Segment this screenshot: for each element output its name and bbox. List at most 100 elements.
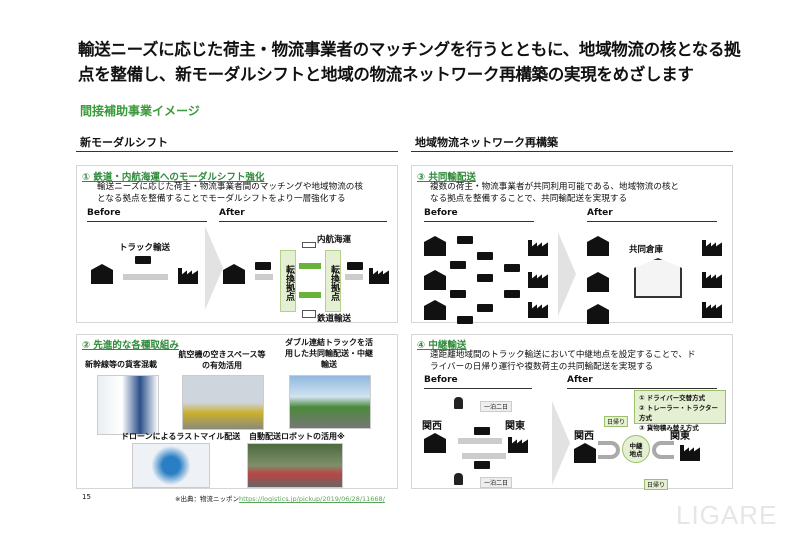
divider — [76, 151, 398, 152]
daytrip-tag: 日帰り — [644, 479, 669, 490]
source-label: ※出典：物流ニッポン — [175, 495, 239, 503]
truck-icon — [347, 262, 363, 270]
relay-methods-callout: ① ドライバー交替方式 ② トレーラー・トラクター方式 ③ 貨物積み替え方式 — [634, 390, 726, 432]
method-item: ③ 貨物積み替え方式 — [639, 424, 699, 432]
sea-label: 内航海運 — [317, 235, 352, 245]
panel-desc: なる拠点を整備することで、共同輸配送を実現する — [430, 194, 628, 204]
before-label: Before — [424, 208, 458, 218]
return-arrow-icon — [652, 441, 674, 459]
arrow-icon — [299, 292, 321, 298]
factory-icon — [528, 302, 548, 318]
panel-desc: 遠距離地域間のトラック輸送において中継地点を設定することで、ド — [430, 350, 696, 360]
arrow-icon — [458, 438, 502, 444]
arrow-icon — [255, 274, 273, 280]
factory-icon — [680, 445, 700, 461]
warehouse-icon — [574, 443, 596, 463]
factory-icon — [702, 272, 722, 288]
driver-icon — [454, 397, 463, 409]
factory-icon — [369, 268, 389, 284]
caption: 自動配送ロボットの活用※ — [249, 432, 345, 441]
truck-label: トラック輸送 — [119, 243, 171, 253]
panel-desc: 輸送ニーズに応じた荷主・物流事業者間のマッチングや地域物流の核 — [97, 182, 363, 192]
transfer-hub: 転換拠点 — [280, 250, 296, 312]
arrow-icon — [558, 232, 576, 316]
train-icon — [302, 310, 316, 318]
before-label: Before — [424, 375, 458, 385]
arrow-icon — [123, 274, 168, 280]
caption: ドローンによるラストマイル配送 — [121, 432, 241, 441]
before-label: Before — [87, 208, 121, 218]
ship-icon — [302, 242, 316, 248]
relay-point: 中継地点 — [622, 435, 650, 463]
method-item: ① ドライバー交替方式 — [639, 394, 706, 402]
warehouse-icon — [91, 264, 113, 284]
source-link[interactable]: https://logistics.jp/pickup/2019/06/28/1… — [238, 495, 385, 503]
daytrip-tag: 日帰り — [604, 416, 629, 427]
kanto-label: 関東 — [505, 421, 525, 432]
panel-heading: ④ 中継輸送 — [417, 340, 467, 351]
drone-photo — [132, 443, 210, 488]
divider — [411, 151, 733, 152]
left-section-title: 新モーダルシフト — [80, 136, 168, 149]
kansai-label: 関西 — [422, 421, 442, 432]
factory-icon — [508, 437, 528, 453]
relay-transport-panel: ④ 中継輸送 遠距離地域間のトラック輸送において中継地点を設定することで、ド ラ… — [411, 334, 733, 490]
page-title-line2: 点を整備し、新モーダルシフトと地域の物流ネットワーク再構築の実現をめざします — [78, 65, 694, 84]
truck-icon — [135, 256, 151, 264]
warehouse-icon — [424, 300, 446, 320]
warehouse-icon — [424, 433, 446, 453]
joint-warehouse-label: 共同倉庫 — [629, 245, 664, 255]
robot-photo — [247, 443, 343, 488]
panel-desc: 複数の荷主・物流事業者が共同利用可能である、地域物流の核と — [430, 182, 680, 192]
watermark-logo: LIGARE — [676, 500, 778, 530]
kanto-label: 関東 — [670, 431, 690, 442]
aircraft-loader-photo — [182, 375, 264, 430]
driver-icon — [454, 473, 463, 485]
shinkansen-photo — [97, 375, 159, 435]
truck-icon — [255, 262, 271, 270]
arrow-icon — [552, 401, 570, 485]
panel-heading: ② 先進的な各種取組み — [82, 340, 179, 351]
caption: 新幹線等の貨客混載 — [85, 360, 157, 369]
arrow-icon — [299, 263, 321, 269]
warehouse-icon — [587, 236, 609, 256]
panel-heading: ③ 共同輸配送 — [417, 172, 476, 183]
kansai-label: 関西 — [574, 431, 594, 442]
warehouse-icon — [587, 304, 609, 324]
factory-icon — [528, 272, 548, 288]
return-arrow-icon — [598, 441, 620, 459]
arrow-icon — [205, 226, 223, 310]
panel-desc: ライバーの日帰り運行や複数荷主の共同輸配送を実現する — [430, 362, 654, 372]
page-title-line1: 輸送ニーズに応じた荷主・物流事業者のマッチングを行うとともに、地域物流の核となる… — [78, 40, 741, 59]
joint-warehouse-icon — [634, 258, 682, 298]
warehouse-icon — [587, 272, 609, 292]
transfer-hub: 転換拠点 — [325, 250, 341, 312]
factory-icon — [528, 240, 548, 256]
rail-label: 鉄道輸送 — [317, 314, 352, 324]
factory-icon — [178, 268, 198, 284]
caption: ダブル連結トラックを活用した共同輸配送・中継輸送 — [285, 338, 373, 369]
page-number: 15 — [82, 493, 91, 501]
factory-icon — [702, 240, 722, 256]
source-note: ※出典：物流ニッポンhttps://logistics.jp/pickup/20… — [175, 493, 385, 503]
after-label: After — [567, 375, 593, 385]
warehouse-icon — [424, 270, 446, 290]
after-label: After — [587, 208, 613, 218]
panel-desc: となる拠点を整備することでモーダルシフトをより一層強化する — [97, 194, 346, 204]
panel-heading: ① 鉄道・内航海運へのモーダルシフト強化 — [82, 172, 265, 183]
warehouse-icon — [424, 236, 446, 256]
joint-delivery-panel: ③ 共同輸配送 複数の荷主・物流事業者が共同利用可能である、地域物流の核と なる… — [411, 165, 733, 324]
advanced-initiatives-panel: ② 先進的な各種取組み 新幹線等の貨客混載 航空機の空きスペース等の有効活用 ダ… — [76, 334, 398, 489]
subtitle: 間接補助事業イメージ — [80, 104, 200, 118]
right-section-title: 地域物流ネットワーク再構築 — [415, 136, 558, 149]
overnight-tag: 一泊二日 — [480, 401, 513, 412]
method-item: ② トレーラー・トラクター方式 — [639, 404, 719, 422]
after-label: After — [219, 208, 245, 218]
factory-icon — [702, 302, 722, 318]
overnight-tag: 一泊二日 — [480, 477, 513, 488]
arrow-icon — [462, 453, 506, 459]
modal-shift-panel: ① 鉄道・内航海運へのモーダルシフト強化 輸送ニーズに応じた荷主・物流事業者間の… — [76, 165, 398, 324]
double-truck-photo — [289, 375, 371, 429]
caption: 航空機の空きスペース等の有効活用 — [178, 350, 266, 370]
arrow-icon — [345, 274, 363, 280]
